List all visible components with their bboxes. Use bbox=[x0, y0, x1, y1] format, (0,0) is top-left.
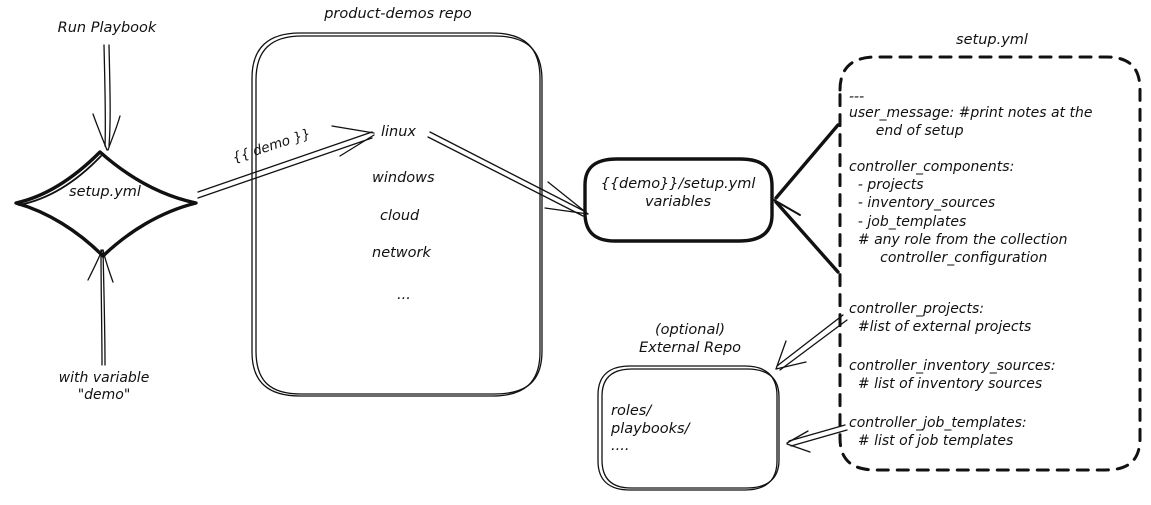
setup-yml-diamond-label: setup.yml bbox=[69, 184, 141, 201]
yaml-block-controller-components: controller_components: - projects - inve… bbox=[849, 159, 1068, 266]
arrow-run-playbook bbox=[92, 44, 121, 151]
vars-box-label: {{demo}}/setup.yml variables bbox=[600, 176, 756, 210]
external-repo-items: roles/ playbooks/ .... bbox=[611, 403, 690, 455]
product-demos-repo-title: product-demos repo bbox=[324, 6, 472, 22]
demo-variable-edge-label: {{ demo }} bbox=[230, 125, 313, 167]
repo-item-ellipsis: ... bbox=[397, 287, 411, 303]
external-repo-title: (optional) External Repo bbox=[638, 322, 742, 356]
run-playbook-label: Run Playbook bbox=[57, 20, 157, 36]
arrow-panel-to-vars bbox=[773, 123, 840, 274]
arrow-panel-to-external-repo-lower bbox=[786, 424, 848, 453]
setup-yml-panel-title: setup.yml bbox=[956, 32, 1028, 48]
yaml-block-user-message: user_message: #print notes at the end of… bbox=[849, 105, 1093, 140]
repo-item-cloud: cloud bbox=[380, 208, 420, 224]
repo-item-network: network bbox=[372, 245, 431, 261]
with-variable-label: with variable "demo" bbox=[58, 370, 150, 404]
yaml-block-controller-inventory-sources: controller_inventory_sources: # list of … bbox=[849, 358, 1056, 393]
yaml-block-controller-job-templates: controller_job_templates: # list of job … bbox=[849, 415, 1027, 450]
repo-item-windows: windows bbox=[372, 170, 435, 186]
arrow-with-variable bbox=[87, 249, 114, 366]
arrow-linux-to-vars bbox=[427, 131, 589, 217]
setup-yml-diamond-shape bbox=[14, 150, 198, 258]
repo-item-linux: linux bbox=[381, 124, 417, 140]
arrow-panel-to-external-repo-upper bbox=[775, 314, 848, 371]
yaml-block-controller-projects: controller_projects: #list of external p… bbox=[849, 301, 1032, 336]
yaml-block-doc-start: --- bbox=[849, 89, 865, 105]
